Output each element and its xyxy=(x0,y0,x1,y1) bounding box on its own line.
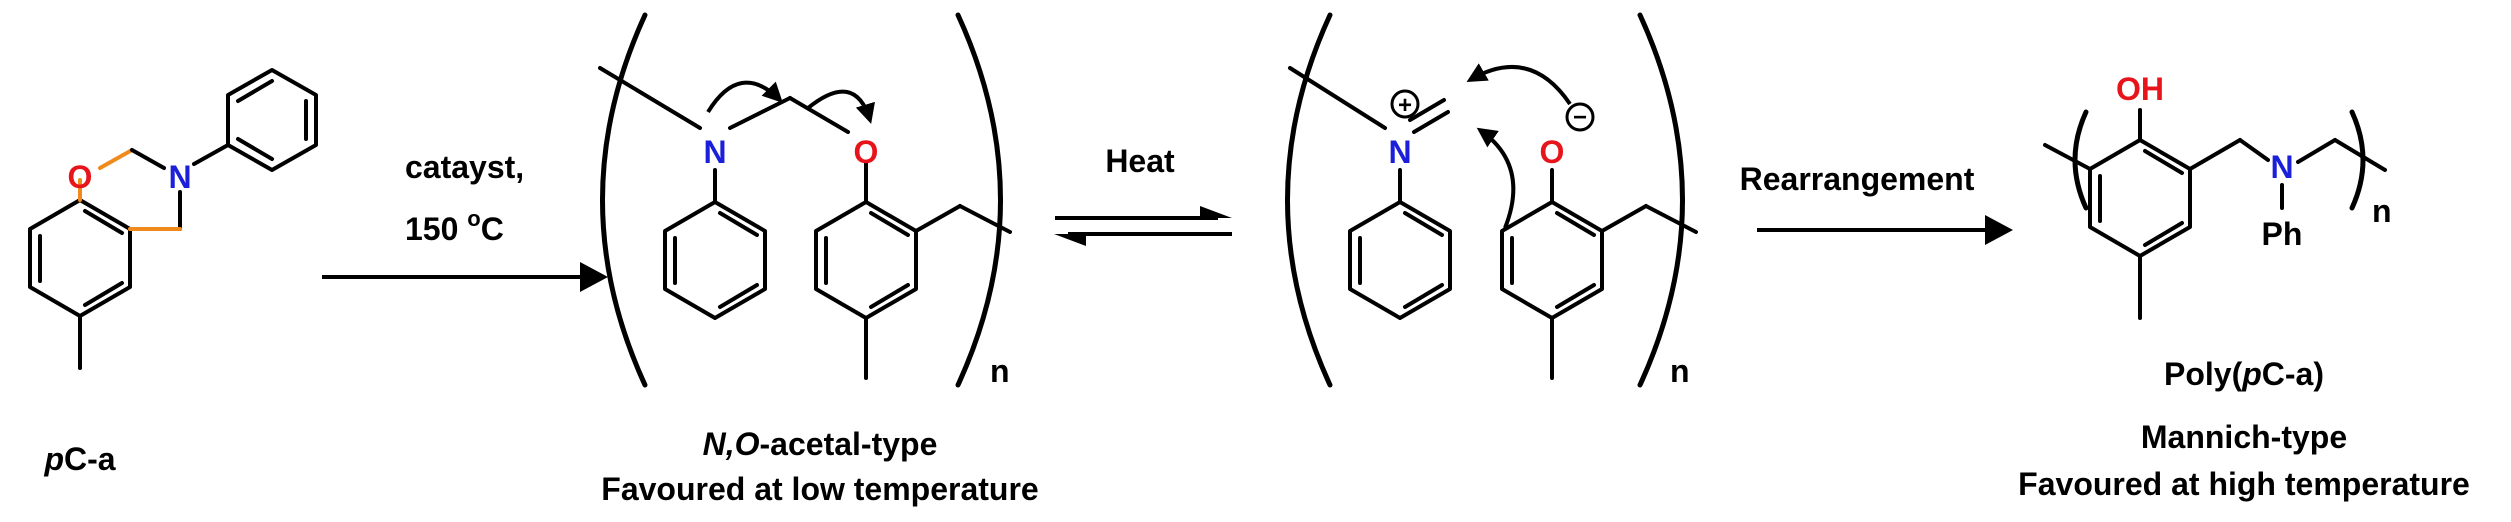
acetal-caption: Favoured at low temperature xyxy=(601,471,1038,507)
iminium-curly-arrow-2 xyxy=(1476,127,1516,229)
temperature-unit: C xyxy=(481,211,504,247)
monomer-pca-structure: O N xyxy=(28,68,318,370)
monomer-phenyl-ring xyxy=(226,68,318,172)
iminium-repeat-subscript: n xyxy=(1670,353,1690,389)
hydroxyl-label: OH xyxy=(2116,71,2164,107)
acetal-repeat-subscript: n xyxy=(990,353,1010,389)
acetal-structure: N O n xyxy=(598,12,1012,389)
temperature-label: 150 oC xyxy=(405,206,504,247)
product-name-start: Poly( xyxy=(2164,356,2243,392)
acetal-type-rest: -acetal-type xyxy=(760,426,938,462)
product-nitrogen-label: N xyxy=(2270,149,2293,185)
product-repeat-subscript: n xyxy=(2372,193,2392,229)
monomer-name-rest: C-a xyxy=(64,441,116,477)
temperature-value: 150 xyxy=(405,211,467,247)
product-name-end: C-a) xyxy=(2262,356,2324,392)
positive-charge-circle xyxy=(1390,89,1420,119)
rearrangement-label: Rearrangement xyxy=(1740,161,1975,197)
polymerization-arrowhead xyxy=(580,262,608,292)
acetal-left-bracket xyxy=(600,12,648,388)
phenoxide-oxygen-label: O xyxy=(1540,134,1565,170)
catalyst-label: catayst, xyxy=(405,149,524,185)
acetal-nitrogen-label: N xyxy=(703,134,726,170)
oxygen-atom-label: O xyxy=(68,159,93,195)
product-type-label: Mannich-type xyxy=(2141,419,2347,455)
iminium-nitrogen-label: N xyxy=(1388,134,1411,170)
product-phenol-ring xyxy=(2088,138,2192,258)
acetal-right-bracket xyxy=(955,12,1003,388)
acetal-oxygen-label: O xyxy=(854,134,879,170)
iminium-right-bracket xyxy=(1637,12,1685,388)
product-name: Poly(pC-a) xyxy=(2164,356,2324,392)
iminium-phenyl-ring xyxy=(1348,200,1452,320)
reverse-half-arrowhead xyxy=(1054,234,1086,246)
acetal-type-italic: N,O xyxy=(703,426,760,462)
iminium-structure: N + O − n xyxy=(1285,12,1698,389)
positive-charge-sign: + xyxy=(1398,92,1412,119)
product-name-italic: p xyxy=(2241,356,2262,392)
monomer-name: pC-a xyxy=(43,441,115,477)
acetal-curly-arrow-2 xyxy=(806,89,875,124)
monomer-benzene-ring xyxy=(28,198,132,318)
heat-label: Heat xyxy=(1105,143,1175,179)
iminium-curly-arrow-1 xyxy=(1466,63,1572,106)
monomer-name-italic: p xyxy=(43,441,64,477)
iminium-left-bracket xyxy=(1285,12,1333,388)
negative-charge-circle xyxy=(1565,102,1595,132)
acetal-phenyl-ring xyxy=(663,200,767,320)
product-caption: Favoured at high temperature xyxy=(2018,466,2470,502)
product-structure: OH N Ph n xyxy=(2043,71,2392,320)
product-right-bracket xyxy=(2349,109,2366,211)
phenyl-substituent-label: Ph xyxy=(2262,216,2303,252)
acetal-curly-arrow-1 xyxy=(706,80,783,114)
acetal-type-label: N,O-acetal-type xyxy=(703,426,938,462)
acetal-aryl-ring xyxy=(814,200,918,320)
nitrogen-atom-label: N xyxy=(168,159,191,195)
phenoxide-ring xyxy=(1500,200,1604,320)
rearrangement-arrowhead xyxy=(1985,215,2013,245)
forward-half-arrowhead xyxy=(1200,206,1232,218)
negative-charge-sign: − xyxy=(1573,104,1587,131)
degree-sign: o xyxy=(467,206,480,231)
